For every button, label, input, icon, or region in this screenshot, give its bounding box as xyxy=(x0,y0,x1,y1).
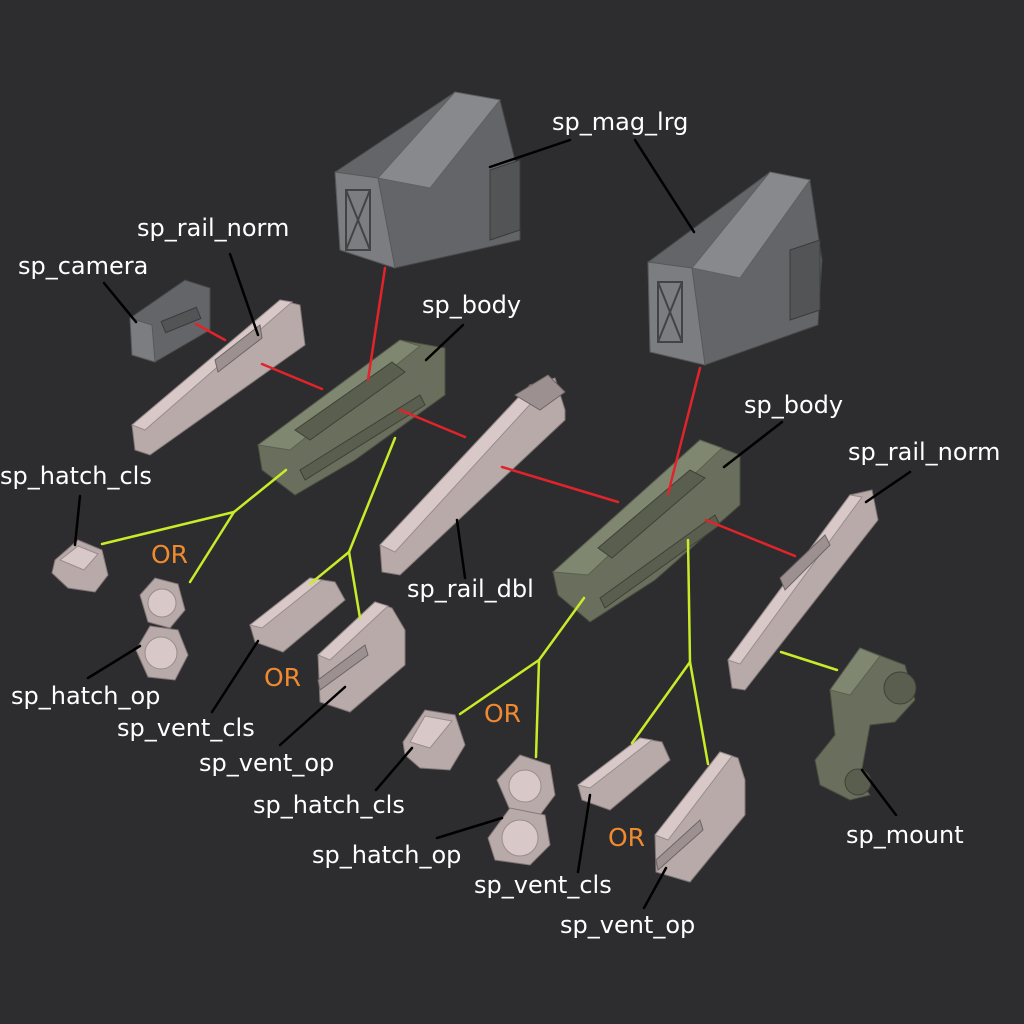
label-vent-op-left: sp_vent_op xyxy=(199,749,335,777)
label-vent-op-right: sp_vent_op xyxy=(560,911,696,939)
label-vent-cls-left: sp_vent_cls xyxy=(117,714,255,742)
assembly-connectors xyxy=(194,266,797,558)
rail-dbl-part xyxy=(379,374,566,576)
hatch-cls-right-part xyxy=(402,709,466,771)
label-rail-norm-right: sp_rail_norm xyxy=(848,438,1001,466)
rail-norm-left-part xyxy=(131,299,306,456)
label-camera: sp_camera xyxy=(18,252,149,280)
or-marker-vent-right: OR xyxy=(608,823,646,852)
vent-op-left-part xyxy=(317,601,406,713)
body-left-part xyxy=(256,339,446,496)
label-body-left: sp_body xyxy=(422,291,522,319)
vent-cls-left-part xyxy=(248,577,346,653)
rail-norm-right-part xyxy=(727,489,879,691)
option-connectors xyxy=(100,436,839,766)
or-marker-vent-left: OR xyxy=(264,663,302,692)
camera-part xyxy=(129,279,211,363)
hatch-op-right-part xyxy=(487,754,556,866)
label-vent-cls-right: sp_vent_cls xyxy=(474,871,612,899)
label-hatch-op-right: sp_hatch_op xyxy=(312,841,462,869)
label-hatch-cls-right: sp_hatch_cls xyxy=(253,791,405,819)
hatch-cls-left-part xyxy=(51,539,109,593)
mag-lrg-right-part xyxy=(647,171,823,366)
label-hatch-cls-left: sp_hatch_cls xyxy=(0,462,152,490)
or-marker-hatch-left: OR xyxy=(151,540,189,569)
label-body-right: sp_body xyxy=(744,391,844,419)
leader-lines xyxy=(73,138,912,910)
vent-op-right-part xyxy=(654,751,746,883)
vent-cls-right-part xyxy=(576,737,671,811)
label-rail-norm-left: sp_rail_norm xyxy=(137,214,290,242)
hatch-op-left-part xyxy=(135,577,189,681)
mag-lrg-left-part xyxy=(334,91,521,269)
label-mount: sp_mount xyxy=(846,821,964,849)
label-rail-dbl: sp_rail_dbl xyxy=(407,575,534,603)
label-mag-lrg: sp_mag_lrg xyxy=(552,108,689,136)
label-hatch-op-left: sp_hatch_op xyxy=(11,682,161,710)
or-marker-hatch-right: OR xyxy=(484,699,522,728)
body-right-part xyxy=(551,439,741,623)
mount-part xyxy=(814,647,917,801)
